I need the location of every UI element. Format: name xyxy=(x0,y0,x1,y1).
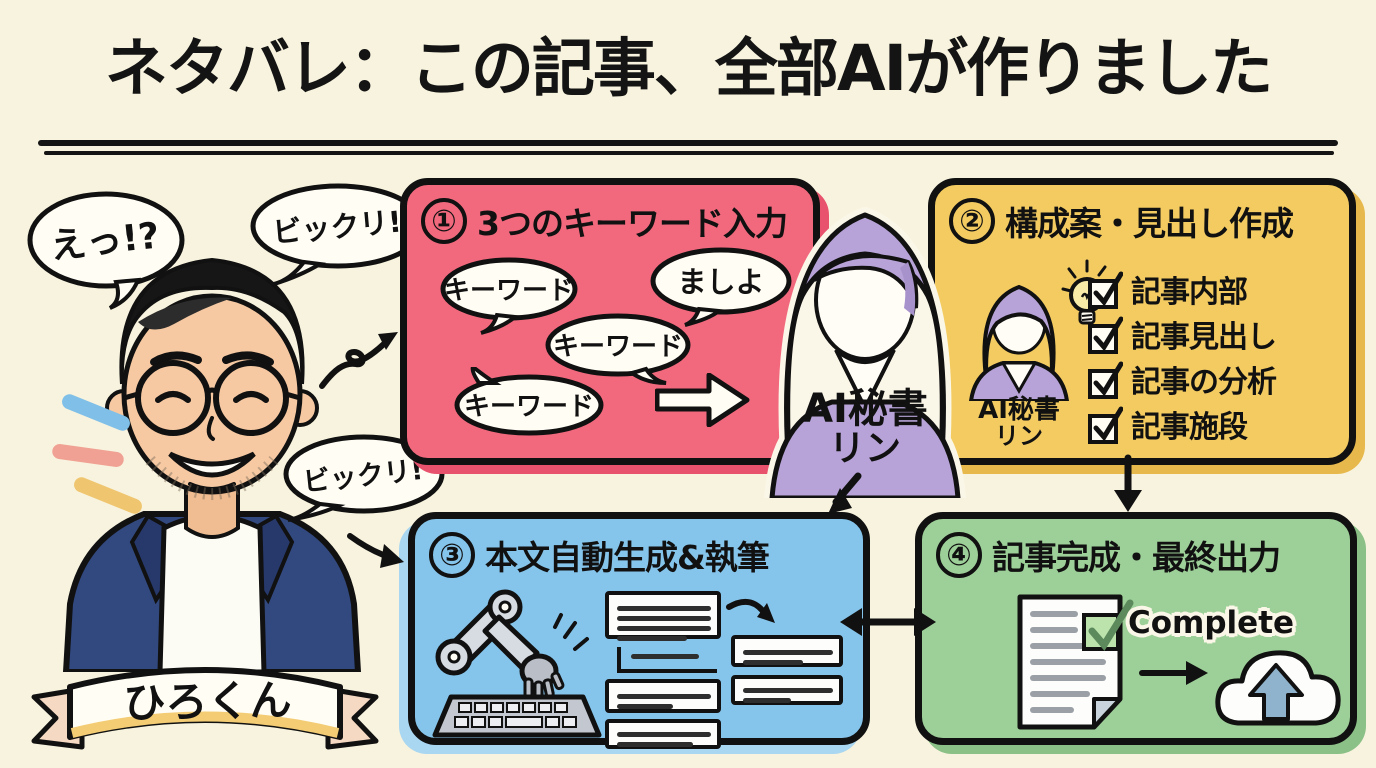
hirokun-portrait xyxy=(62,257,362,672)
character-name-banner: ひろくん xyxy=(123,675,292,728)
step2-number: ② xyxy=(949,198,995,244)
checklist-item: 記事見出し xyxy=(1087,312,1277,356)
step2-title: 構成案・見出し作成 xyxy=(1005,204,1294,243)
checklist-item: 記事の分析 xyxy=(1087,357,1277,401)
step1-number: ① xyxy=(421,198,467,244)
complete-label: Complete xyxy=(1128,605,1295,641)
step3-box: ③ 本文自動生成&執筆 xyxy=(408,512,870,749)
generated-text-card xyxy=(731,635,843,667)
arrow-to-cloud-icon xyxy=(1139,661,1208,685)
checklist-item: 記事内部 xyxy=(1087,267,1248,311)
step4-number: ④ xyxy=(936,532,982,578)
complete-check-icon xyxy=(1082,599,1134,651)
checkbox-checked-icon xyxy=(1088,406,1123,444)
step4-title: 記事完成・最終出力 xyxy=(992,538,1281,577)
step4-box: ④ 記事完成・最終出力 Complete xyxy=(915,512,1357,745)
page-title: ネタバレ：この記事、全部AIが作りました xyxy=(104,32,1273,105)
generated-text-card xyxy=(605,679,721,713)
svg-text:キーワード: キーワード xyxy=(464,392,594,422)
checklist-item: 記事施段 xyxy=(1087,402,1248,446)
svg-text:キーワード: キーワード xyxy=(553,332,683,362)
mini-assistant-figure xyxy=(968,284,1070,401)
mini-assistant-label: AI秘書 リン xyxy=(978,395,1060,451)
ai-assistant-figure xyxy=(764,207,966,498)
speech-bubble-eh: えっ!? xyxy=(27,191,185,310)
ai-assistant-label: AI秘書 リン xyxy=(802,386,928,469)
svg-text:ましよ: ましよ xyxy=(677,265,764,299)
arrow-step2-to-step4 xyxy=(1114,454,1142,512)
step3-title: 本文自動生成&執筆 xyxy=(485,538,770,577)
title-underline xyxy=(38,140,1338,146)
generated-text-card xyxy=(731,675,843,705)
speech-bubble-bikkuri-top: ビックリ! xyxy=(250,183,426,286)
step3-number: ③ xyxy=(429,532,475,578)
cloud-upload-icon xyxy=(1215,650,1341,726)
step1-box: ① 3つのキーワード入力 キーワード ましよ キーワード キーワード xyxy=(400,178,820,465)
title-underline-2 xyxy=(44,151,1334,155)
checkbox-checked-icon xyxy=(1088,361,1123,399)
keyword-bubble-1: キーワード xyxy=(440,257,578,335)
curved-arrow-icon xyxy=(726,598,775,623)
step1-title: 3つのキーワード入力 xyxy=(477,204,788,243)
robot-arm-keyboard-icon xyxy=(432,589,602,738)
generated-text-card xyxy=(605,719,721,749)
checkbox-checked-icon xyxy=(1088,316,1123,354)
checkbox-checked-icon xyxy=(1088,271,1123,309)
arrow-right-icon xyxy=(655,373,750,427)
svg-text:キーワード: キーワード xyxy=(444,276,574,306)
speech-bubble-bikkuri-mid: ビックリ! xyxy=(283,434,445,522)
keyword-bubble-2: ましよ xyxy=(650,247,792,327)
name-banner-ribbon xyxy=(31,667,379,750)
outline-bracket xyxy=(617,647,717,673)
generated-text-card xyxy=(605,591,721,641)
keyword-bubble-3: キーワード xyxy=(545,313,691,385)
step2-box: ② 構成案・見出し作成 AI秘書 リン 記事内部 xyxy=(928,178,1356,465)
keyword-bubble-4: キーワード xyxy=(454,367,604,436)
